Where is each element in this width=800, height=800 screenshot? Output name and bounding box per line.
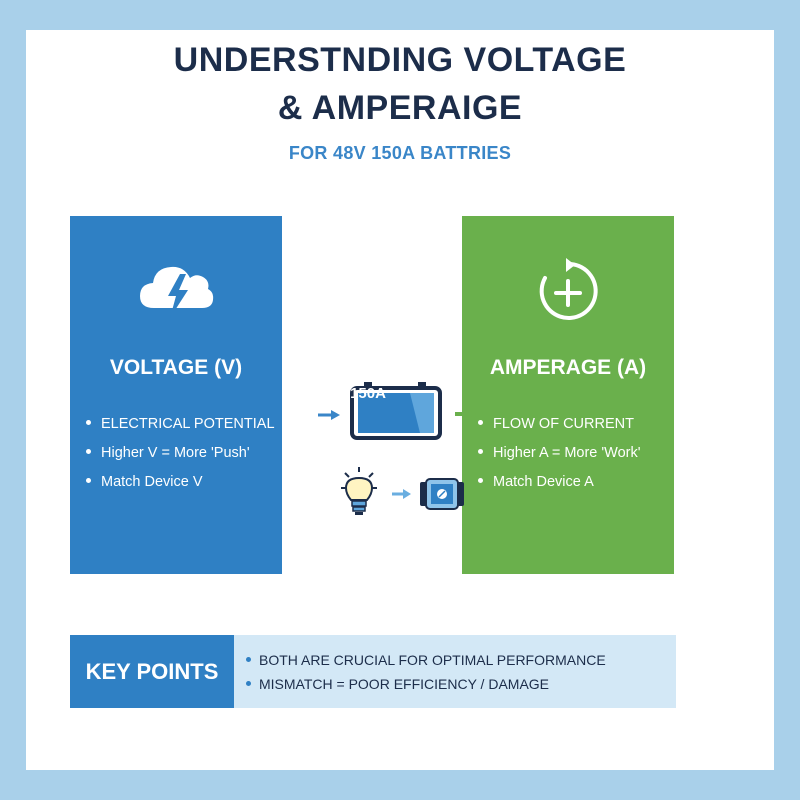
circular-plus-icon	[462, 256, 674, 326]
amperage-list: FLOW OF CURRENT Higher A = More 'Work' M…	[478, 410, 668, 497]
page-title-line2: & AMPERAIGE	[277, 89, 523, 127]
page-subtitle: FOR 48V 150A BATTRIES	[288, 143, 512, 163]
list-item: Higher V = More 'Push'	[86, 439, 276, 468]
voltage-title: VOLTAGE (V)	[109, 356, 243, 379]
key-points-list: BOTH ARE CRUCIAL FOR OPTIMAL PERFORMANCE…	[246, 648, 606, 696]
arrow-right-green-icon	[455, 408, 476, 420]
battery-icon	[350, 382, 442, 440]
amperage-title: AMPERAGE (A)	[489, 356, 647, 379]
cloud-lightning-icon	[70, 256, 282, 326]
list-item: Match Device A	[478, 468, 668, 497]
voltage-list: ELECTRICAL POTENTIAL Higher V = More 'Pu…	[86, 410, 276, 497]
arrow-right-blue-icon	[318, 410, 340, 420]
page-title-line1: UNDERSTNDING VOLTAGE	[173, 41, 627, 79]
list-item: MISMATCH = POOR EFFICIENCY / DAMAGE	[246, 672, 606, 696]
battery-label: 48V 150A	[338, 368, 398, 402]
key-points-label: KEY POINTS	[70, 635, 234, 708]
list-item: BOTH ARE CRUCIAL FOR OPTIMAL PERFORMANCE	[246, 648, 606, 672]
arrow-right-small-icon	[392, 489, 411, 499]
battery-amperage: 150A	[350, 385, 386, 402]
voltage-panel: VOLTAGE (V) ELECTRICAL POTENTIAL Higher …	[70, 216, 282, 574]
key-points-bar: KEY POINTS BOTH ARE CRUCIAL FOR OPTIMAL …	[70, 635, 676, 708]
battery-voltage: 48V	[354, 368, 382, 385]
list-item: Match Device V	[86, 468, 276, 497]
light-bulb-icon	[341, 467, 377, 515]
amperage-panel: AMPERAGE (A) FLOW OF CURRENT Higher A = …	[462, 216, 674, 574]
list-item: FLOW OF CURRENT	[478, 410, 668, 439]
list-item: Higher A = More 'Work'	[478, 439, 668, 468]
device-icon	[420, 478, 464, 510]
list-item: ELECTRICAL POTENTIAL	[86, 410, 276, 439]
